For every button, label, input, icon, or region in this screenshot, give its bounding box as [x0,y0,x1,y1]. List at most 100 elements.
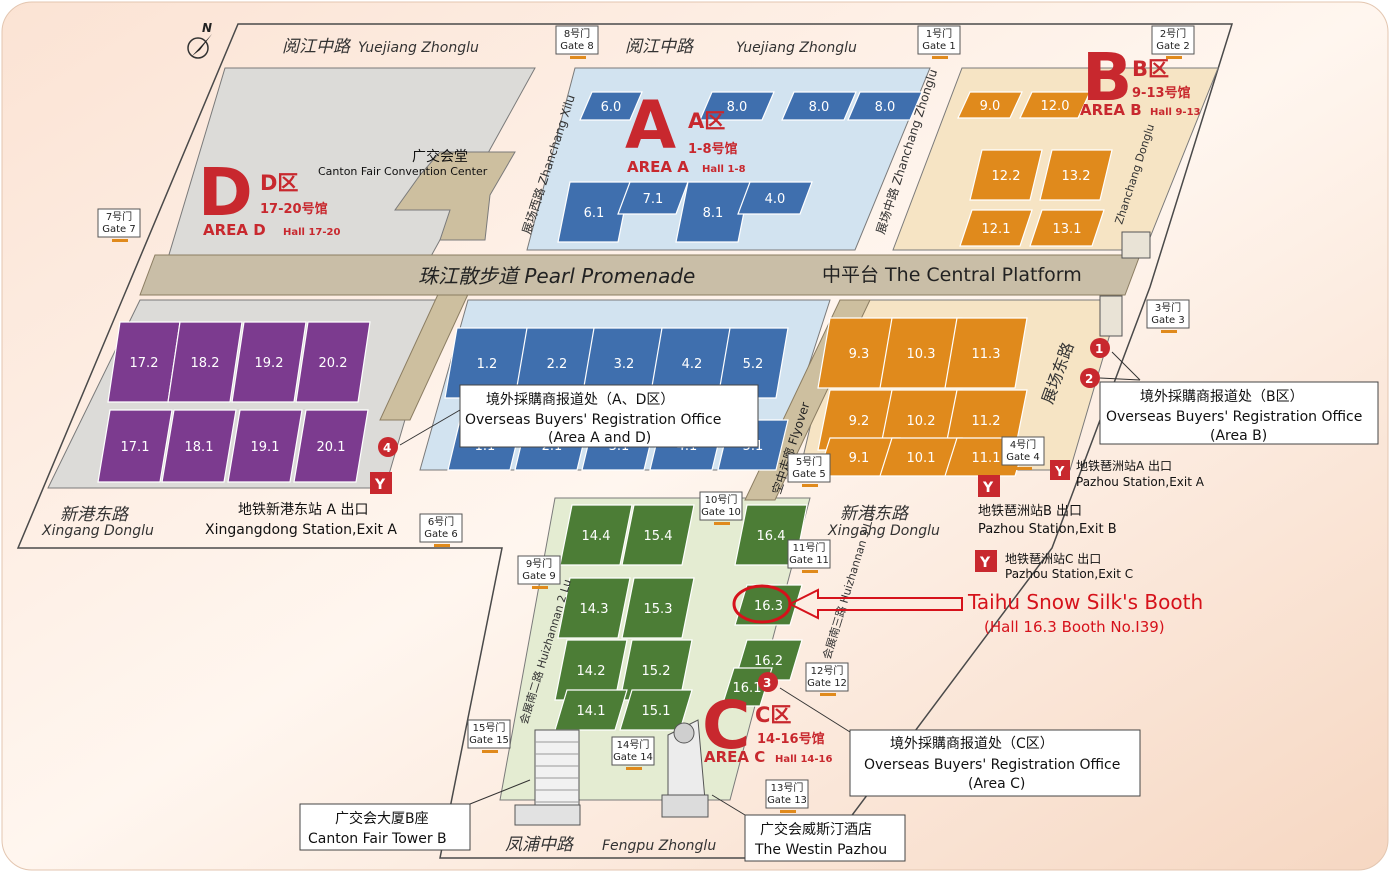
hall-b-label: 9.1 [849,451,870,466]
hall-c-label: 16.3 [754,599,783,614]
svg-text:Y: Y [374,477,386,493]
hall-a-label: 4.2 [682,357,703,372]
tower-b-building [514,729,581,826]
svg-text:15号门: 15号门 [473,721,506,734]
hall-a-1 [699,91,775,121]
convention-center [394,151,516,241]
pearl-promenade-label: 珠江散步道 Pearl Promenade [418,264,695,288]
svg-text:境外採購商报道处（B区）: 境外採購商报道处（B区） [1140,389,1304,405]
svg-text:Hall 14-16: Hall 14-16 [775,754,832,765]
svg-text:13号门: 13号门 [771,781,804,794]
svg-text:Overseas Buyers' Registration: Overseas Buyers' Registration Office [465,412,721,428]
hall-a-6 [675,181,751,243]
hall-b-label: 9.2 [849,414,870,429]
marker-2: 2 [1080,368,1100,388]
svg-text:5号门: 5号门 [796,455,822,468]
svg-text:Gate 4: Gate 4 [1006,452,1040,463]
hall-c-label: 14.1 [577,704,606,719]
svg-text:2: 2 [1085,372,1093,386]
svg-text:Fengpu Zhonglu: Fengpu Zhonglu [602,838,716,854]
hall-b-label: 11.2 [972,414,1001,429]
svg-text:9号门: 9号门 [526,557,552,570]
svg-text:Gate 6: Gate 6 [424,529,458,540]
svg-text:The Westin Pazhou: The Westin Pazhou [754,842,887,858]
stairs-east [1099,231,1151,337]
svg-text:新港东路: 新港东路 [60,505,130,525]
svg-text:3号门: 3号门 [1155,301,1181,314]
central-platform-label: 中平台 The Central Platform [822,264,1082,286]
svg-text:AREA D: AREA D [203,221,266,239]
hall-b-label: 12.0 [1041,99,1070,114]
svg-text:境外採購商报道处（A、D区）: 境外採購商报道处（A、D区） [486,392,674,408]
hall-b-2 [969,149,1043,201]
hall-d-label: 18.2 [191,356,220,371]
marker-1: 1 [1090,338,1110,358]
area-d-label: D D区 17-20号馆 AREA D Hall 17-20 [198,154,340,239]
svg-text:Xingang Donglu: Xingang Donglu [827,523,940,539]
svg-text:D: D [198,154,253,231]
svg-text:9-13号馆: 9-13号馆 [1132,85,1191,101]
svg-text:Y: Y [1054,465,1065,480]
svg-text:Yuejiang Zhonglu: Yuejiang Zhonglu [358,40,479,56]
svg-text:A区: A区 [688,109,725,133]
svg-text:Gate 12: Gate 12 [807,678,847,689]
hall-d-label: 19.2 [255,356,284,371]
svg-text:Gate 5: Gate 5 [792,469,826,480]
registration-c-callout: 境外採購商报道处（C区） Overseas Buyers' Registrati… [779,687,1141,797]
svg-text:N: N [202,21,212,35]
svg-text:Gate 7: Gate 7 [102,224,136,235]
hall-c-label: 16.4 [757,529,786,544]
svg-text:(Hall 16.3 Booth No.I39): (Hall 16.3 Booth No.I39) [984,618,1165,636]
svg-text:Pazhou Station,Exit C: Pazhou Station,Exit C [1005,567,1133,581]
hall-a-2 [781,91,857,121]
svg-text:Gate 8: Gate 8 [560,41,594,52]
hall-b-label: 11.1 [972,451,1001,466]
hall-b-8 [944,317,1028,389]
hall-a-label: 8.0 [727,100,748,115]
metro-pazhou-c: Y 地铁琶洲站C 出口 Pazhou Station,Exit C [975,550,1133,581]
hall-b-label: 13.2 [1062,169,1091,184]
area-a-label: A A区 1-8号馆 AREA A Hall 1-8 [625,87,746,176]
hall-c-label: 14.4 [582,529,611,544]
svg-text:Gate 2: Gate 2 [1156,41,1190,52]
svg-text:8号门: 8号门 [564,27,590,40]
hall-b-label: 10.1 [907,451,936,466]
svg-text:Overseas Buyers' Registration: Overseas Buyers' Registration Office [1106,409,1362,425]
marker-3: 3 [758,672,778,692]
svg-text:AREA C: AREA C [704,748,765,766]
hall-a-label: 8.0 [809,100,830,115]
hall-a-label: 5.2 [743,357,764,372]
svg-text:Hall 9-13: Hall 9-13 [1150,107,1201,118]
hall-a-label: 6.1 [584,206,605,221]
svg-text:地铁琶洲站A 出口: 地铁琶洲站A 出口 [1076,459,1172,473]
svg-text:地铁琶洲站B 出口: 地铁琶洲站B 出口 [978,504,1082,519]
booth-highlight: Taihu Snow Silk's Booth (Hall 16.3 Booth… [732,584,1203,636]
metro-pazhou-b: 地铁琶洲站B 出口 Pazhou Station,Exit B [978,504,1117,537]
svg-text:Overseas Buyers' Registration: Overseas Buyers' Registration Office [864,757,1120,773]
hall-a-label: 3.2 [614,357,635,372]
svg-text:Gate 11: Gate 11 [789,555,829,566]
hall-c-0 [559,504,633,566]
svg-text:3: 3 [763,676,771,690]
hall-b-3 [1039,149,1113,201]
hall-c-label: 15.2 [642,664,671,679]
svg-text:Pazhou Station,Exit A: Pazhou Station,Exit A [1076,475,1205,489]
svg-text:4: 4 [383,441,391,455]
hall-b-label: 13.1 [1053,222,1082,237]
svg-text:B区: B区 [1132,57,1169,81]
westin-building [661,719,709,818]
svg-text:C区: C区 [755,703,791,727]
hall-b-label: 12.2 [992,169,1021,184]
hall-c-1 [621,504,695,566]
